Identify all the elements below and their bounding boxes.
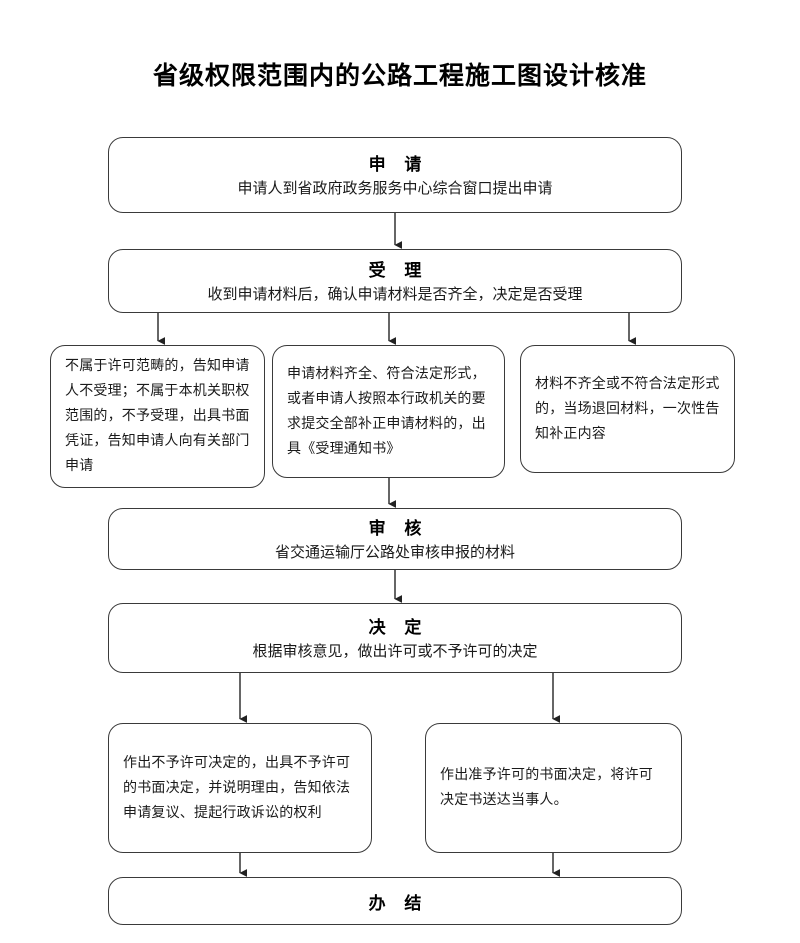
node-outcome-granted: 作出准予许可的书面决定，将许可决定书送达当事人。 <box>425 723 682 853</box>
node-review-body: 省交通运输厅公路处审核申报的材料 <box>274 545 515 561</box>
node-branch-materials-incomplete: 材料不齐全或不符合法定形式的，当场退回材料，一次性告知补正内容 <box>520 345 735 473</box>
node-review: 审 核 省交通运输厅公路处审核申报的材料 <box>108 508 682 570</box>
node-decision-body: 根据审核意见，做出许可或不予许可的决定 <box>252 644 538 660</box>
node-decision-heading: 决 定 <box>368 618 429 637</box>
node-finish: 办 结 <box>108 877 682 925</box>
node-branch-materials-incomplete-body: 材料不齐全或不符合法定形式的，当场退回材料，一次性告知补正内容 <box>535 376 720 442</box>
node-branch-not-in-scope: 不属于许可范畴的，告知申请人不受理；不属于本机关职权范围的，不予受理，出具书面凭… <box>50 345 265 488</box>
node-outcome-granted-body: 作出准予许可的书面决定，将许可决定书送达当事人。 <box>440 768 653 808</box>
node-branch-not-in-scope-body: 不属于许可范畴的，告知申请人不受理；不属于本机关职权范围的，不予受理，出具书面凭… <box>65 359 250 474</box>
node-branch-materials-complete: 申请材料齐全、符合法定形式，或者申请人按照本行政机关的要求提交全部补正申请材料的… <box>272 345 505 478</box>
node-application-body: 申请人到省政府政务服务中心综合窗口提出申请 <box>237 181 553 197</box>
node-finish-heading: 办 结 <box>368 893 429 913</box>
node-application-heading: 申 请 <box>368 155 429 174</box>
node-branch-materials-complete-body: 申请材料齐全、符合法定形式，或者申请人按照本行政机关的要求提交全部补正申请材料的… <box>287 366 486 457</box>
node-decision: 决 定 根据审核意见，做出许可或不予许可的决定 <box>108 603 682 673</box>
node-acceptance: 受 理 收到申请材料后，确认申请材料是否齐全，决定是否受理 <box>108 249 682 313</box>
node-application: 申 请 申请人到省政府政务服务中心综合窗口提出申请 <box>108 137 682 213</box>
node-outcome-denied-body: 作出不予许可决定的，出具不予许可的书面决定，并说明理由，告知依法申请复议、提起行… <box>123 755 351 821</box>
page-title: 省级权限范围内的公路工程施工图设计核准 <box>152 62 647 90</box>
node-acceptance-body: 收到申请材料后，确认申请材料是否齐全，决定是否受理 <box>207 287 583 303</box>
node-outcome-denied: 作出不予许可决定的，出具不予许可的书面决定，并说明理由，告知依法申请复议、提起行… <box>108 723 372 853</box>
node-acceptance-heading: 受 理 <box>368 261 429 280</box>
node-review-heading: 审 核 <box>368 519 429 538</box>
